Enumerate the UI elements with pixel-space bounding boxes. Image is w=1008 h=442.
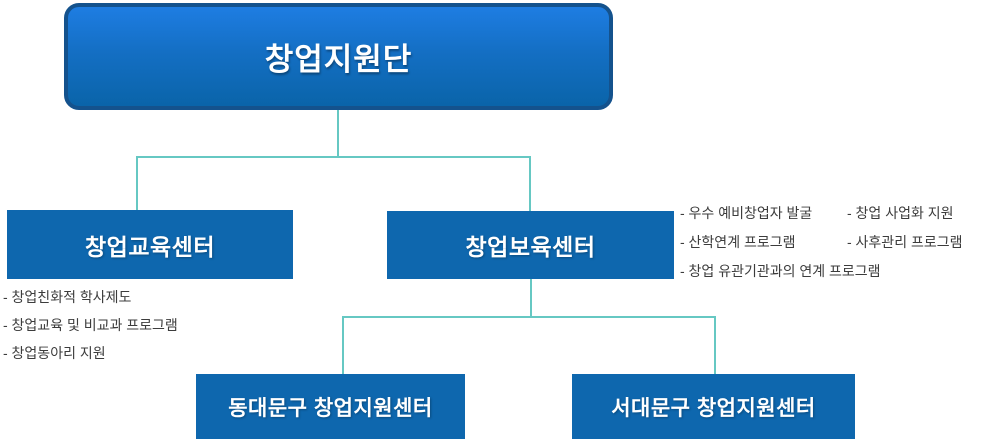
dongdaemun-center-label: 동대문구 창업지원센터 <box>228 396 433 420</box>
dongdaemun-center-box: 동대문구 창업지원센터 <box>196 374 465 439</box>
list-item: - 산학연계 프로그램 <box>680 234 796 250</box>
list-item: - 창업 사업화 지원 <box>847 205 954 221</box>
seodaemun-center-box: 서대문구 창업지원센터 <box>572 374 855 439</box>
connector-drop-incubation <box>529 157 531 211</box>
list-item: - 사후관리 프로그램 <box>847 234 963 250</box>
seodaemun-center-label: 서대문구 창업지원센터 <box>611 396 816 420</box>
incubation-center-label: 창업보육센터 <box>465 234 596 260</box>
list-item: - 창업 유관기관과의 연계 프로그램 <box>680 263 881 279</box>
connector-drop-dongdaemun <box>342 317 344 374</box>
education-center-box: 창업교육센터 <box>7 210 293 279</box>
connector-drop-education <box>136 157 138 210</box>
root-node-label: 창업지원단 <box>264 42 413 77</box>
list-item: - 창업교육 및 비교과 프로그램 <box>3 317 178 333</box>
list-item: - 창업동아리 지원 <box>3 345 106 361</box>
education-center-label: 창업교육센터 <box>85 233 215 260</box>
connector-root-stem <box>337 110 339 157</box>
connector-level2-horizontal <box>136 156 531 158</box>
incubation-center-items: - 우수 예비창업자 발굴 - 창업 사업화 지원 - 산학연계 프로그램 - … <box>680 199 962 286</box>
connector-drop-seodaemun <box>714 317 716 374</box>
list-item: - 창업친화적 학사제도 <box>3 289 132 305</box>
incubation-center-box: 창업보육센터 <box>387 211 674 279</box>
connector-level3-horizontal <box>342 316 716 318</box>
connector-incubation-stem <box>530 279 532 318</box>
root-node-box: 창업지원단 <box>64 3 613 110</box>
education-center-items: - 창업친화적 학사제도 - 창업교육 및 비교과 프로그램 - 창업동아리 지… <box>3 283 178 367</box>
list-item: - 우수 예비창업자 발굴 <box>680 205 813 221</box>
